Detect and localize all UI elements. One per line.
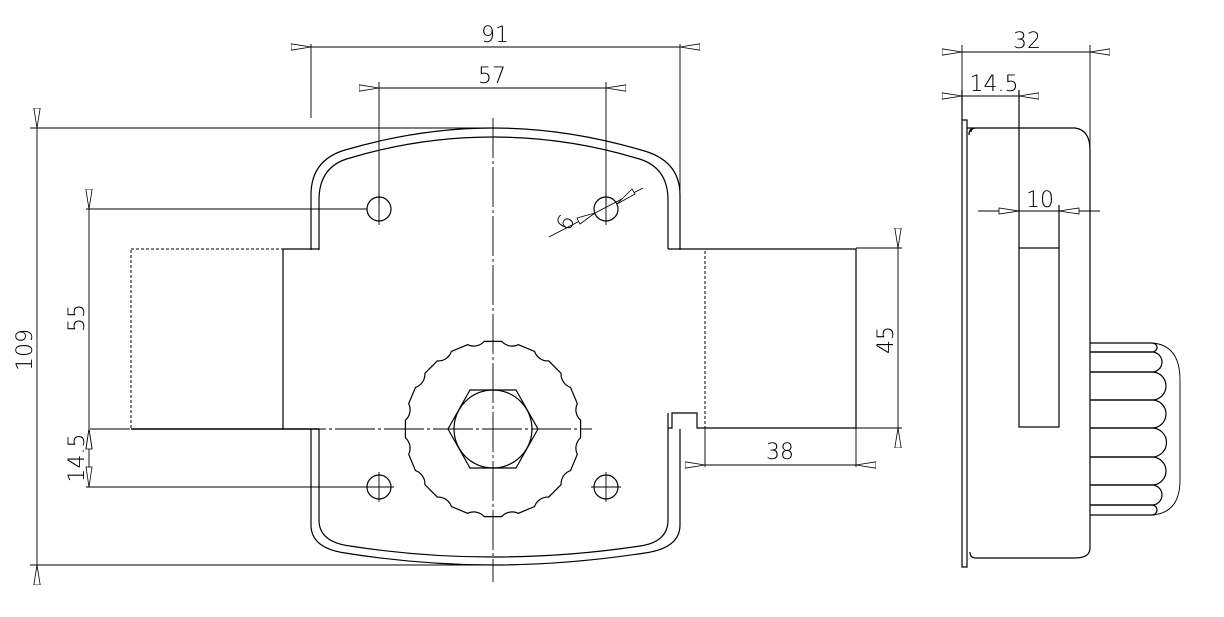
scalloped-knob [404,340,582,518]
left-bolt [130,248,319,430]
side-view: 32 14.5 10 [961,29,1181,568]
dimension-38: 38 [705,428,856,467]
hex-nut [447,389,539,469]
knob-ribs [1090,342,1181,516]
knob-rib [1090,427,1168,458]
side-body-outline [967,127,1091,559]
dimension-label: 10 [1026,188,1054,213]
dimension-label: 14.5 [970,72,1019,97]
dimension-45: 45 [856,248,902,428]
dimension-55: 55 [65,209,367,429]
dimension-14-5-front: 14.5 [65,428,367,488]
dimension-label: 14.5 [65,434,90,483]
knob-rib [1090,456,1167,486]
dimension-label: 109 [13,329,38,371]
knob-rib [1090,371,1167,401]
mounting-hole [364,472,394,502]
right-bolt [668,248,857,429]
dimension-label: 45 [874,326,899,354]
dimension-label: 6 [552,211,581,235]
dimension-diameter-6: 6 [548,187,644,238]
mounting-holes [364,193,621,502]
front-view: 91 57 109 55 14.5 [13,23,902,582]
dimension-32: 32 [962,29,1090,150]
dimension-57: 57 [379,64,606,205]
dimension-label: 57 [478,64,506,89]
knob-rib [1090,399,1167,429]
dimension-14-5-side: 14.5 [962,72,1019,97]
knob-rib [1090,484,1163,506]
dimension-label: 38 [766,440,794,465]
knob-rib [1090,351,1163,373]
side-flange [961,90,968,568]
case-outer-outline [310,127,681,566]
bolt-slot [1018,247,1060,428]
dimension-91: 91 [311,23,680,190]
knob-rib [1090,504,1158,516]
knob-outer-profile [1151,342,1181,516]
dimension-10: 10 [978,188,1100,215]
mounting-hole [591,472,621,502]
knob-rib [1090,342,1158,353]
dimension-label: 91 [481,23,509,48]
dimension-label: 55 [65,304,90,332]
spindle-circle [453,389,533,469]
dimension-label: 32 [1013,29,1041,54]
dimension-109: 109 [13,128,493,565]
